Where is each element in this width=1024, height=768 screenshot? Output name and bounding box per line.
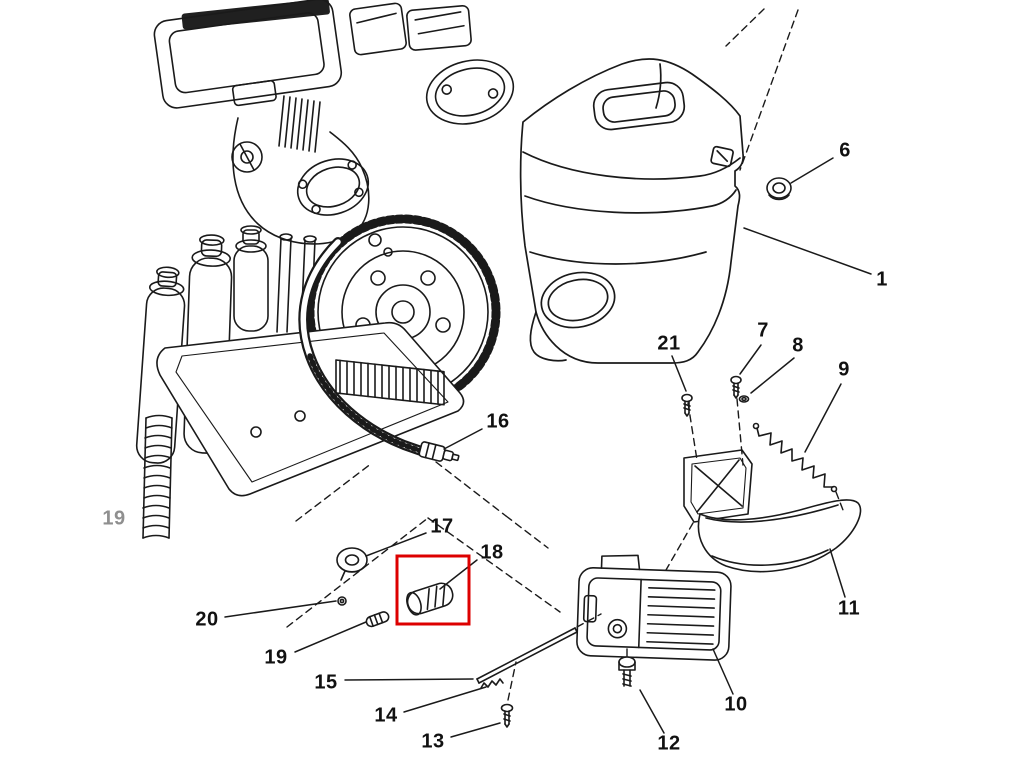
part-label-17: 17 [430,515,454,538]
part-17-bushing [336,547,368,581]
label-leader-lines [224,157,872,738]
vent-grille [335,359,445,406]
tank-rear [233,225,269,332]
part-label-12: 12 [657,732,681,755]
part-18-highlight-box[interactable] [395,554,471,626]
part-14-spring [480,678,504,689]
part-label-18: 18 [480,541,504,564]
part-label-14: 14 [374,704,398,727]
part-label-19: 19 [264,646,288,669]
part-19-pin [365,611,390,628]
part-label-19-edge-partial: 19 [102,507,126,530]
carburetor-cap [231,141,263,173]
assembly-dashed-lines [286,8,844,701]
part-21-screw [681,393,693,417]
part-18-cylinder [406,582,454,616]
part-label-1: 1 [876,268,888,291]
part-11-foot-pedal [683,449,862,573]
part-label-16: 16 [486,410,510,433]
part-label-7: 7 [757,319,769,342]
handle-bracket [406,4,472,51]
part-20-ball [337,596,347,606]
engine-top-cut [181,0,330,30]
part-label-21: 21 [657,332,681,355]
part-7-screw [730,375,742,399]
ribbed-hose-left [142,414,173,539]
part-label-8: 8 [792,334,804,357]
part-label-15: 15 [314,671,338,694]
cooling-fins [278,95,321,153]
part-label-20: 20 [195,608,219,631]
small-parts [336,177,862,728]
part-13-screw [500,703,514,728]
engine-shroud [349,2,407,56]
part-15-rod [476,627,578,684]
machine-assembly [135,0,515,539]
part-label-10: 10 [724,693,748,716]
part-6-grommet [766,177,792,201]
pressure-hose [298,237,429,457]
part-16-fitting [418,441,460,462]
part-9-spring [752,422,838,493]
part-1-housing-cover [519,58,744,364]
part-label-11: 11 [837,597,861,620]
part-label-6: 6 [839,139,851,162]
recoil-housing [153,0,343,109]
part-10-tray [576,554,732,661]
part-8-washer [738,395,750,403]
pump-flange [296,158,370,216]
part-12-bolt [618,656,636,687]
muffler [425,59,515,125]
part-label-9: 9 [838,358,850,381]
part-label-13: 13 [421,730,445,753]
